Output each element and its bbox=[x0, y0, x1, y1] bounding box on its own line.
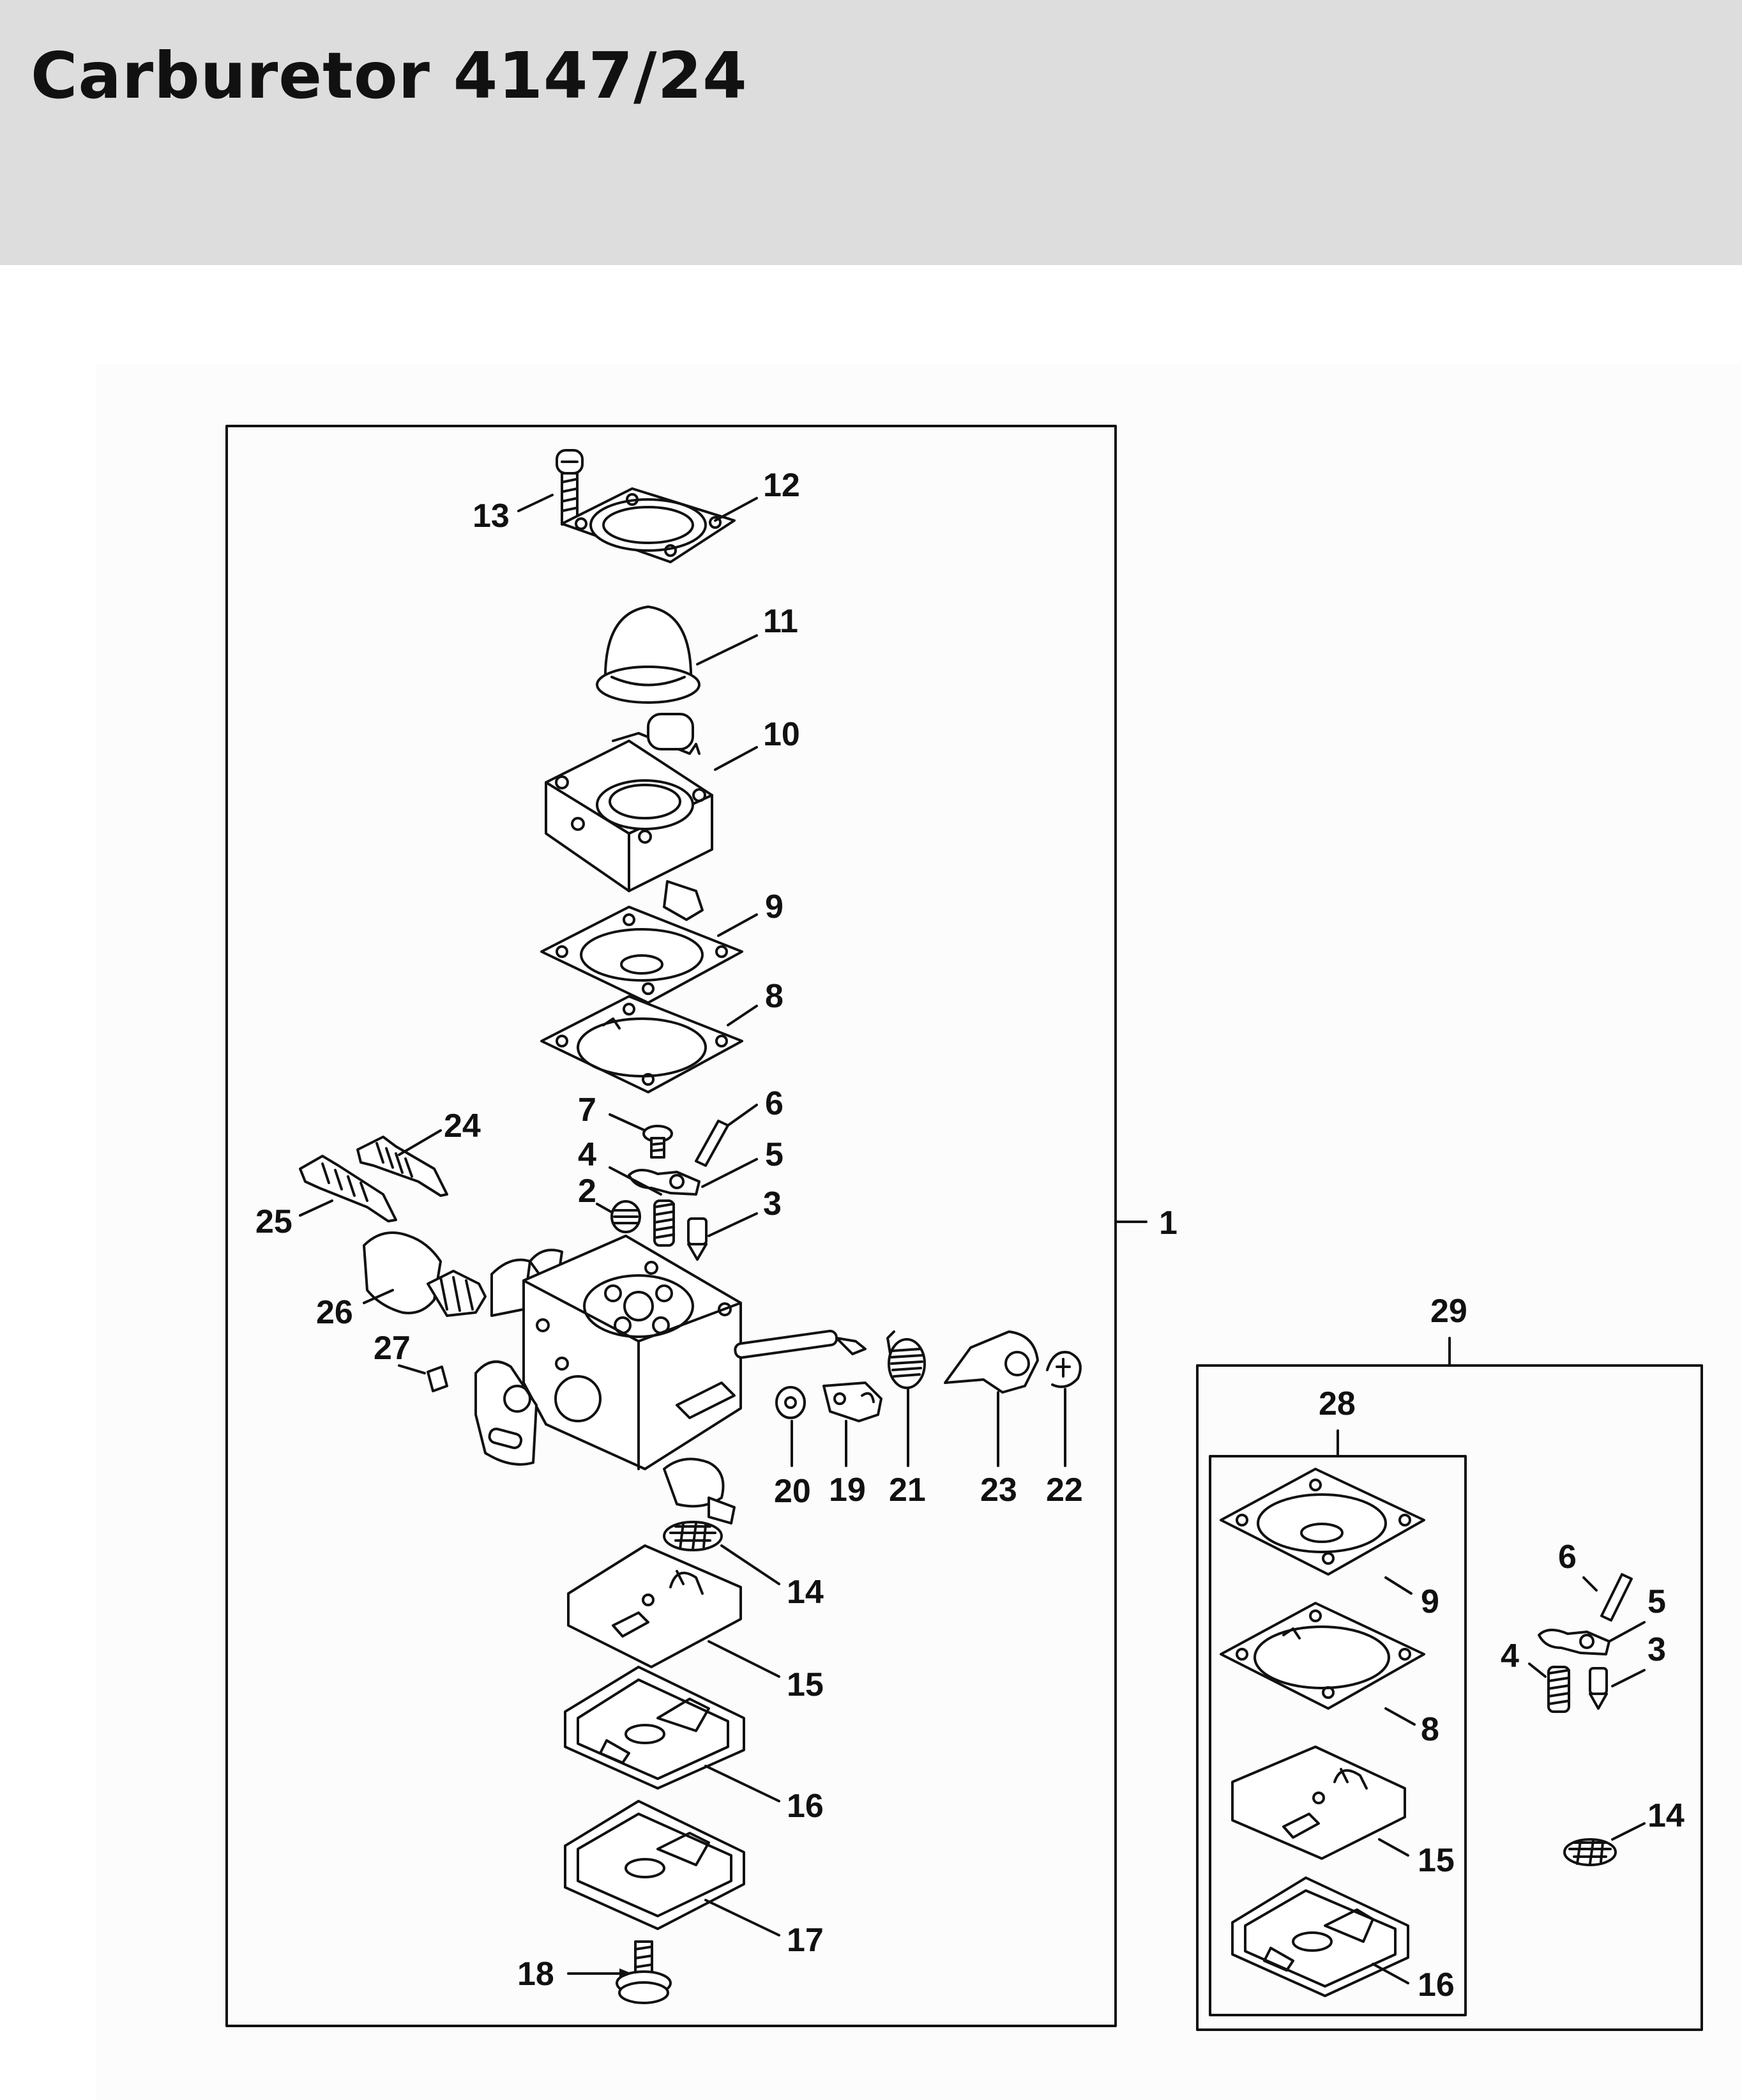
callout-11: 11 bbox=[763, 603, 798, 640]
part-lever-5 bbox=[628, 1169, 701, 1196]
part-pin-27 bbox=[427, 1366, 448, 1392]
callout-25: 25 bbox=[255, 1203, 292, 1240]
part-plug-2 bbox=[610, 1200, 641, 1233]
kit-callout-28: 28 bbox=[1319, 1385, 1356, 1422]
diagram-background bbox=[96, 364, 1742, 2100]
part-primer-bulb-11 bbox=[596, 605, 701, 704]
part-adjusting-screw-25 bbox=[299, 1155, 397, 1222]
callout-16: 16 bbox=[787, 1788, 824, 1825]
leader-arrow-18 bbox=[619, 1968, 632, 1979]
part-screw-13 bbox=[556, 449, 584, 526]
callout-14: 14 bbox=[787, 1574, 824, 1611]
callout-26: 26 bbox=[316, 1294, 353, 1331]
part-cover-12 bbox=[561, 487, 736, 563]
part-spring-4 bbox=[653, 1199, 675, 1247]
callout-12: 12 bbox=[763, 467, 800, 504]
callout-17: 17 bbox=[787, 1922, 824, 1959]
callout-10: 10 bbox=[763, 716, 800, 753]
part-cam-23 bbox=[944, 1330, 1039, 1394]
part-pin-6 bbox=[695, 1120, 729, 1167]
kit-part-needle-3 bbox=[1589, 1667, 1608, 1710]
kit-callout-14: 14 bbox=[1647, 1797, 1685, 1834]
kit-callout-4: 4 bbox=[1501, 1638, 1519, 1675]
kit-part-gasket-8 bbox=[1220, 1602, 1425, 1710]
kit-callout-5: 5 bbox=[1647, 1583, 1666, 1620]
part-gasket-8 bbox=[540, 995, 743, 1093]
callout-24: 24 bbox=[444, 1107, 481, 1145]
part-gasket-15 bbox=[567, 1544, 742, 1668]
part-screw-7 bbox=[642, 1125, 673, 1159]
part-cover-17 bbox=[564, 1800, 745, 1930]
callout-21: 21 bbox=[889, 1472, 926, 1509]
kit-part-diaphragm-9 bbox=[1220, 1468, 1425, 1576]
callout-13: 13 bbox=[473, 498, 510, 535]
page-title: Carburetor 4147/24 bbox=[31, 38, 748, 113]
callout-19: 19 bbox=[829, 1472, 866, 1509]
kit-callout-3: 3 bbox=[1647, 1631, 1666, 1668]
kit-part-gasket-16 bbox=[1231, 1876, 1409, 1997]
callout-9: 9 bbox=[765, 888, 784, 925]
part-diaphragm-9 bbox=[540, 906, 743, 1004]
part-nut-20 bbox=[775, 1386, 806, 1419]
callout-3: 3 bbox=[763, 1185, 782, 1222]
callout-1: 1 bbox=[1159, 1205, 1178, 1242]
kit-callout-29: 29 bbox=[1430, 1293, 1467, 1330]
part-carburetor-body bbox=[474, 1235, 867, 1525]
kit-part-pin-6 bbox=[1600, 1573, 1633, 1622]
kit-callout-9: 9 bbox=[1421, 1583, 1439, 1620]
callout-15: 15 bbox=[787, 1666, 824, 1703]
callout-5: 5 bbox=[765, 1136, 784, 1173]
part-needle-3 bbox=[687, 1217, 708, 1261]
exploded-parts-diagram: 1 2 3 4 5 6 7 8 9 10 11 12 13 14 15 16 1… bbox=[225, 425, 1703, 2031]
callout-6: 6 bbox=[765, 1085, 784, 1122]
part-pump-housing-10 bbox=[545, 713, 713, 921]
kit-part-lever-5 bbox=[1538, 1629, 1610, 1655]
callout-2: 2 bbox=[578, 1173, 596, 1210]
callout-7: 7 bbox=[578, 1092, 596, 1129]
part-torsion-spring-21 bbox=[886, 1330, 926, 1389]
kit-part-spring-4 bbox=[1547, 1666, 1570, 1713]
callout-27: 27 bbox=[374, 1330, 411, 1367]
kit-part-screen-14 bbox=[1563, 1838, 1617, 1866]
kit-part-gasket-15 bbox=[1231, 1746, 1406, 1860]
part-screw-18 bbox=[616, 1940, 672, 2004]
callout-20: 20 bbox=[774, 1473, 811, 1510]
kit-callout-16: 16 bbox=[1418, 1967, 1455, 2004]
kit-callout-15: 15 bbox=[1418, 1842, 1455, 1879]
callout-22: 22 bbox=[1046, 1472, 1083, 1509]
callout-4: 4 bbox=[578, 1136, 596, 1173]
part-limiter-cap-26 bbox=[363, 1231, 487, 1317]
assembly-frame bbox=[225, 425, 1117, 2027]
page-header: Carburetor 4147/24 bbox=[0, 0, 1742, 265]
kit-callout-8: 8 bbox=[1421, 1711, 1439, 1748]
callout-18: 18 bbox=[517, 1956, 554, 1993]
callout-23: 23 bbox=[980, 1472, 1017, 1509]
kit-callout-6: 6 bbox=[1558, 1539, 1577, 1576]
part-screen-14 bbox=[663, 1521, 723, 1551]
callout-8: 8 bbox=[765, 978, 784, 1015]
part-clip-22 bbox=[1046, 1351, 1082, 1389]
part-gasket-16 bbox=[564, 1666, 745, 1790]
part-lever-19 bbox=[822, 1381, 882, 1422]
part-adjusting-screw-24 bbox=[356, 1136, 448, 1197]
